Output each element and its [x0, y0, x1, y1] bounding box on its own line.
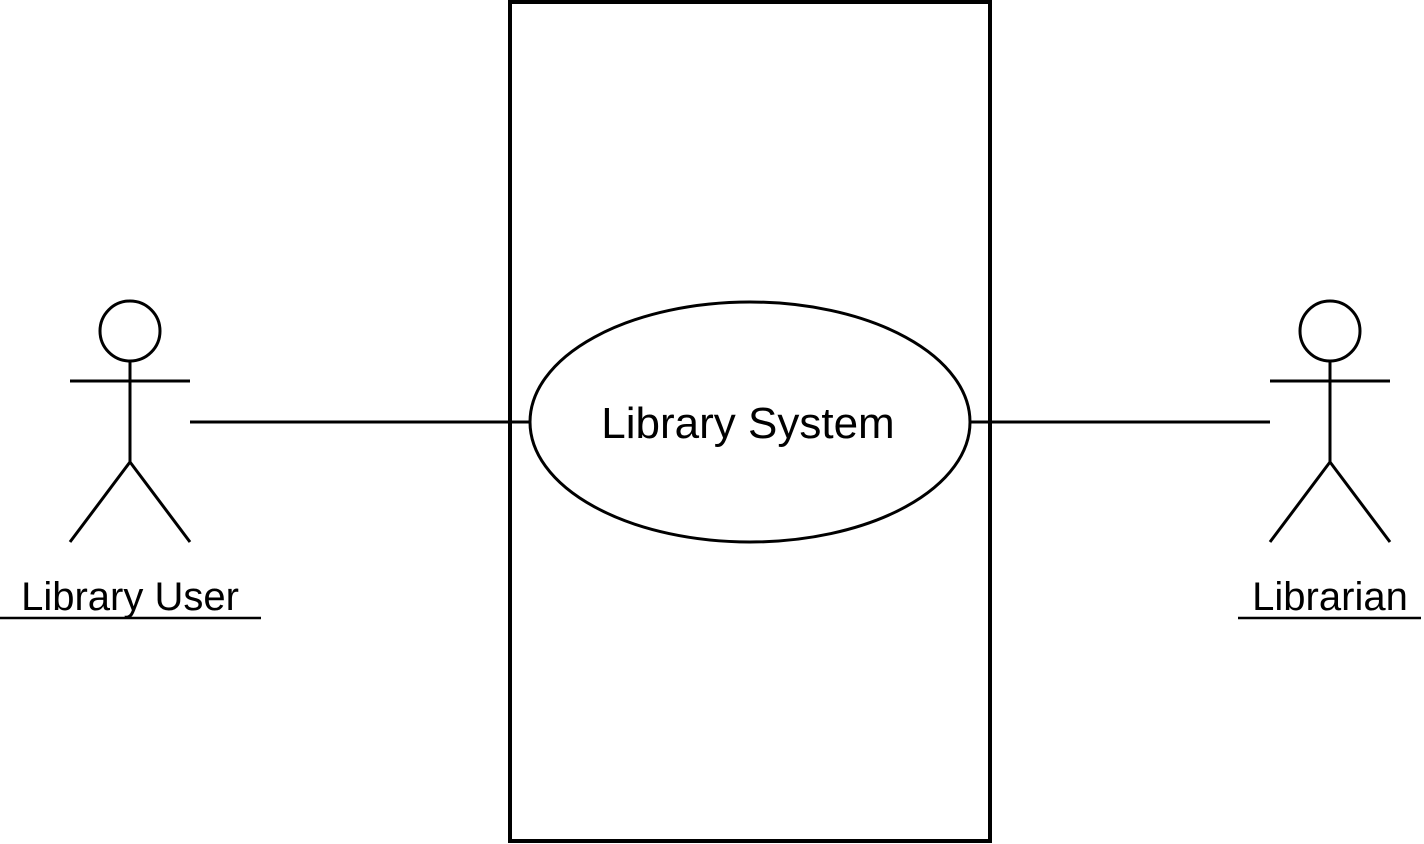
actor-label-librarian: Librarian [1252, 575, 1408, 619]
actor-label-library-user: Library User [21, 575, 239, 619]
actor-librarian[interactable]: Librarian [1238, 299, 1421, 620]
actor-library-user[interactable]: Library User [0, 299, 261, 620]
use-case-ellipse [528, 300, 972, 544]
stick-figure-icon [1268, 299, 1392, 543]
use-case-library-system[interactable]: Library System [528, 300, 972, 544]
use-case-label: Library System [601, 399, 894, 448]
stick-figure-icon [68, 299, 192, 543]
